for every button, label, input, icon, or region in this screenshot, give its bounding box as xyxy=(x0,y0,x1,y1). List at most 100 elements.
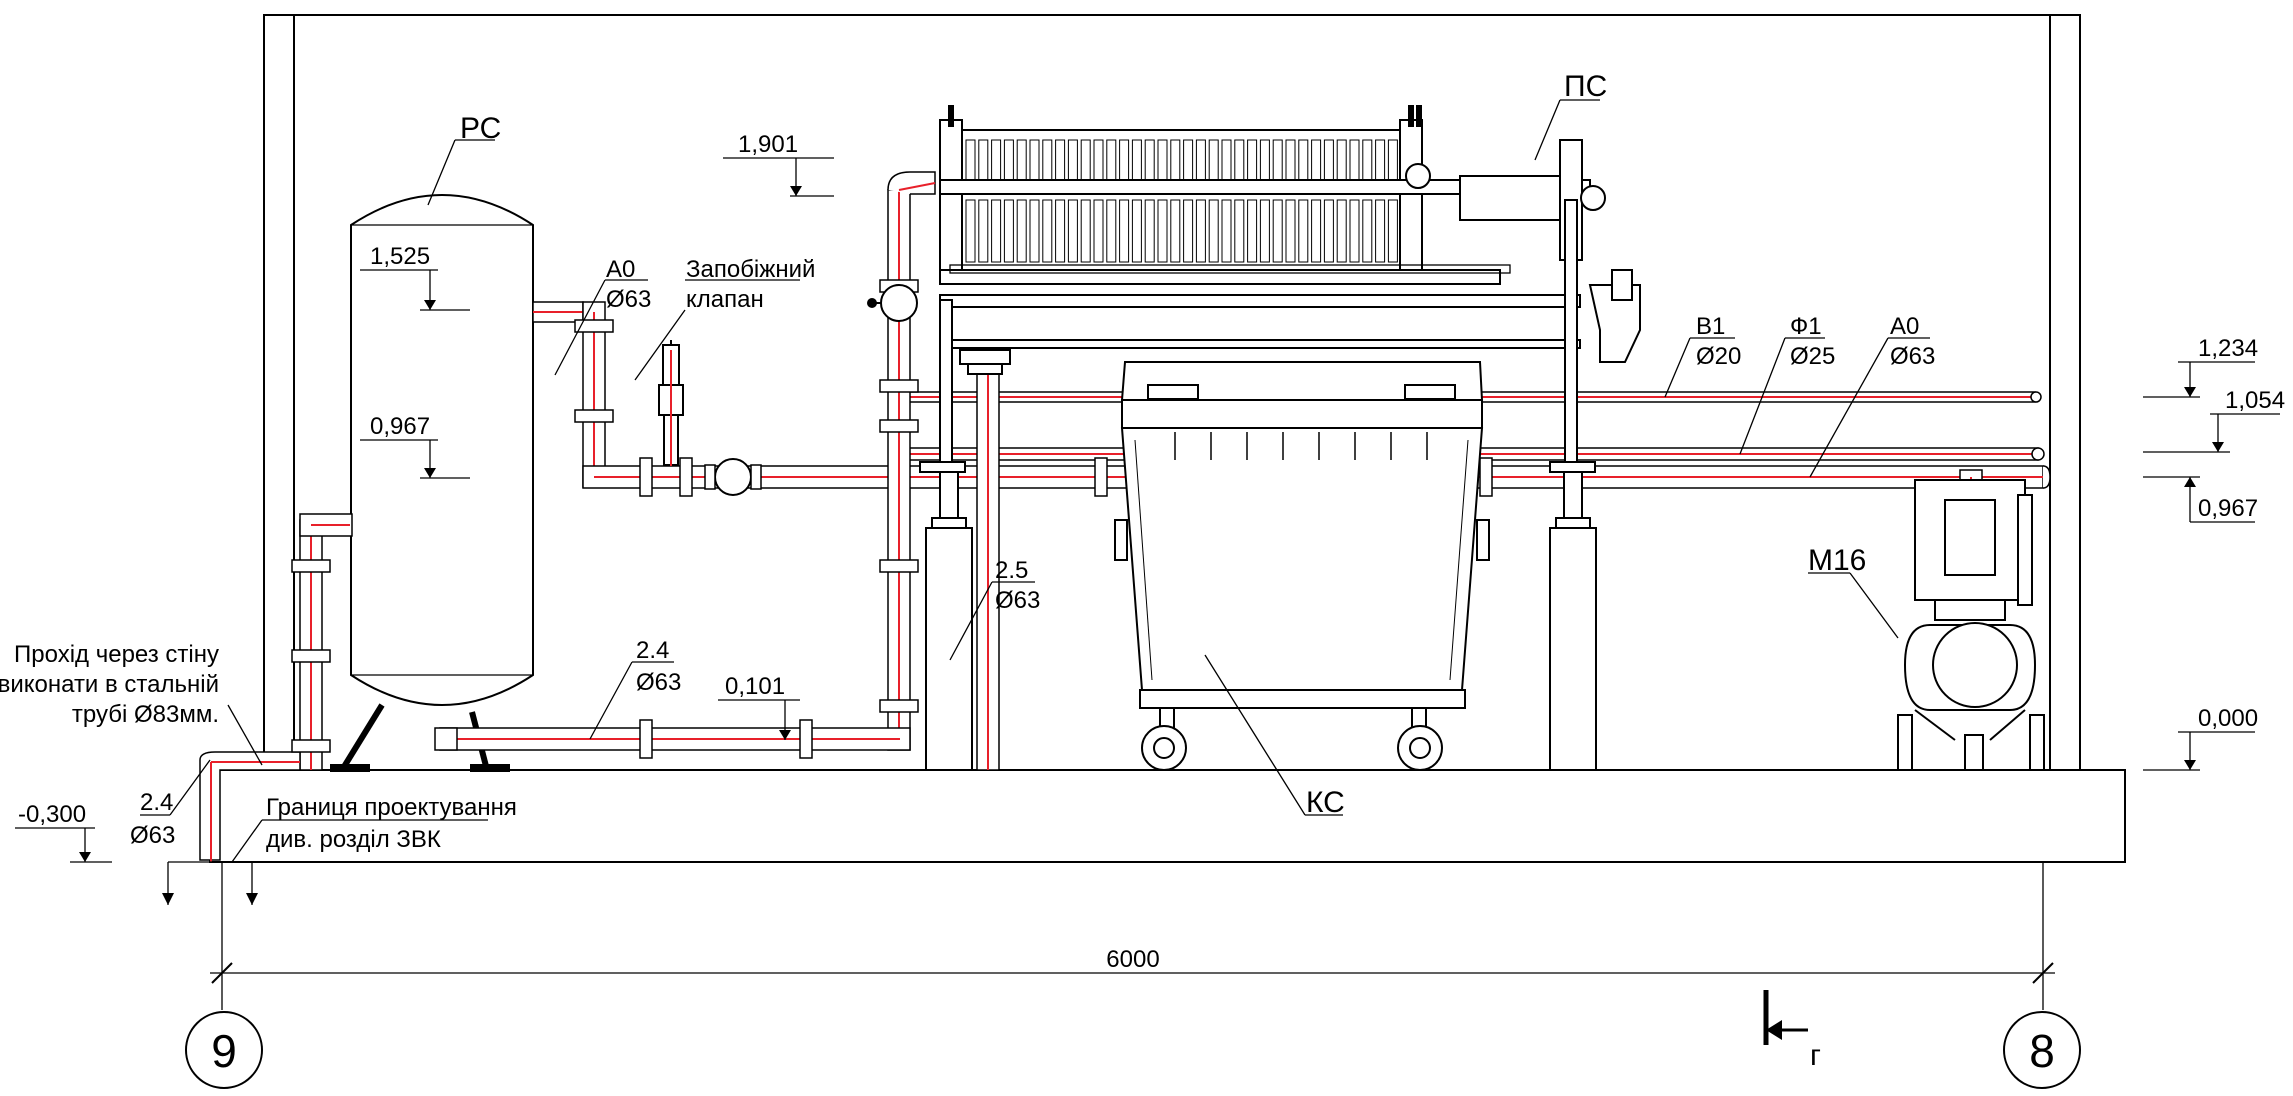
filter-plate-lower xyxy=(1042,199,1053,263)
filter-plate xyxy=(1362,139,1373,183)
filter-plate-lower xyxy=(1119,199,1130,263)
filter-plate-lower xyxy=(1349,199,1360,263)
filter-plate-lower xyxy=(1144,199,1155,263)
level-0967-right: 0,967 xyxy=(2198,495,2258,522)
filter-plate xyxy=(991,139,1002,183)
filter-plate xyxy=(1003,139,1014,183)
label-ks: КС xyxy=(1306,786,1345,819)
filter-plate xyxy=(1016,139,1027,183)
riser-valve xyxy=(867,284,918,322)
filter-plate-lower xyxy=(1234,199,1245,263)
filter-plate xyxy=(1349,139,1360,183)
filter-plate-lower xyxy=(1170,199,1181,263)
level-1234: 1,234 xyxy=(2198,335,2258,362)
label-d63-b: Ø63 xyxy=(1890,343,1935,370)
filter-plate xyxy=(965,139,976,183)
filter-plate-lower xyxy=(1029,199,1040,263)
filter-plate-lower xyxy=(1375,199,1386,263)
filter-plate-lower xyxy=(1311,199,1322,263)
level-1525: 1,525 xyxy=(370,243,430,270)
level-0101: 0,101 xyxy=(725,673,785,700)
filter-plates xyxy=(965,139,1398,263)
filter-plate xyxy=(1195,139,1206,183)
leader-lines xyxy=(140,99,1930,863)
filter-plate xyxy=(1285,139,1296,183)
label-ps: ПС xyxy=(1564,70,1607,103)
filter-plate xyxy=(1375,139,1386,183)
filter-plate xyxy=(1336,139,1347,183)
label-2-5: 2.5 xyxy=(995,557,1028,584)
filter-plate xyxy=(1298,139,1309,183)
label-2-4-left: 2.4 xyxy=(140,789,173,816)
label-bound-1: Границя проектування xyxy=(266,794,517,821)
label-d63-d: Ø63 xyxy=(636,669,681,696)
level-minus-0300: -0,300 xyxy=(18,801,86,828)
safety-valve xyxy=(658,340,684,466)
filter-plate xyxy=(1131,139,1142,183)
label-2-4-mid: 2.4 xyxy=(636,637,669,664)
filter-plate-lower xyxy=(1131,199,1142,263)
filter-press xyxy=(919,105,1641,473)
filter-plate xyxy=(1234,139,1245,183)
filter-plate-lower xyxy=(1208,199,1219,263)
label-d20: Ø20 xyxy=(1696,343,1741,370)
filter-plate xyxy=(1323,139,1334,183)
filter-plate-lower xyxy=(1298,199,1309,263)
label-dim-6000: 6000 xyxy=(1106,946,1159,973)
label-b1: В1 xyxy=(1696,313,1725,340)
filter-plate-lower xyxy=(991,199,1002,263)
label-d63-c: Ø63 xyxy=(995,587,1040,614)
filter-plate-lower xyxy=(1247,199,1258,263)
filter-plate xyxy=(1183,139,1194,183)
filter-plate-lower xyxy=(1285,199,1296,263)
room-walls xyxy=(263,14,2081,771)
filter-plate xyxy=(1221,139,1232,183)
axis-8: 8 xyxy=(2029,1025,2055,1077)
filter-plate xyxy=(1093,139,1104,183)
filter-plate-lower xyxy=(1272,199,1283,263)
filter-plate-lower xyxy=(1336,199,1347,263)
filter-plate xyxy=(1042,139,1053,183)
filter-plate xyxy=(1106,139,1117,183)
filter-plate-lower xyxy=(978,199,989,263)
filter-plate-lower xyxy=(1259,199,1270,263)
filter-plate xyxy=(1170,139,1181,183)
filter-plate-lower xyxy=(1080,199,1091,263)
label-f1: Ф1 xyxy=(1790,313,1822,340)
filter-plate-lower xyxy=(1067,199,1078,263)
label-bound-2: див. розділ ЗВК xyxy=(266,826,441,853)
level-0000: 0,000 xyxy=(2198,705,2258,732)
level-0967-tank: 0,967 xyxy=(370,413,430,440)
level-markers xyxy=(15,157,2280,905)
waste-container xyxy=(1114,361,1490,771)
filter-plate-lower xyxy=(1195,199,1206,263)
text-labels: РС ПС КС М16 А0 Ø63 Запобіжний клапан В1… xyxy=(0,70,2285,1077)
label-d25: Ø25 xyxy=(1790,343,1835,370)
filter-plate-lower xyxy=(1093,199,1104,263)
support-columns xyxy=(925,471,1597,771)
filter-plate xyxy=(1119,139,1130,183)
pipe-couplings xyxy=(291,279,1493,759)
filter-plate xyxy=(1029,139,1040,183)
label-rs: РС xyxy=(460,112,501,145)
section-g: г xyxy=(1810,1039,1821,1072)
dimension-and-axes xyxy=(185,862,2081,1089)
label-valve-1: Запобіжний xyxy=(686,256,815,283)
filter-plate xyxy=(1055,139,1066,183)
ball-valve xyxy=(704,458,762,496)
filter-plate-lower xyxy=(1003,199,1014,263)
filter-plate xyxy=(1247,139,1258,183)
filter-plate xyxy=(1272,139,1283,183)
filter-plate-lower xyxy=(1157,199,1168,263)
filter-plate-lower xyxy=(1323,199,1334,263)
filter-plate xyxy=(1387,139,1398,183)
label-a0-right: А0 xyxy=(1890,313,1919,340)
level-1901: 1,901 xyxy=(738,131,798,158)
filter-plate xyxy=(1208,139,1219,183)
receiver-tank xyxy=(330,194,534,772)
filter-plate xyxy=(1157,139,1168,183)
filter-plate-lower xyxy=(1016,199,1027,263)
filter-plate-lower xyxy=(1106,199,1117,263)
container-ribs xyxy=(1174,432,1428,460)
